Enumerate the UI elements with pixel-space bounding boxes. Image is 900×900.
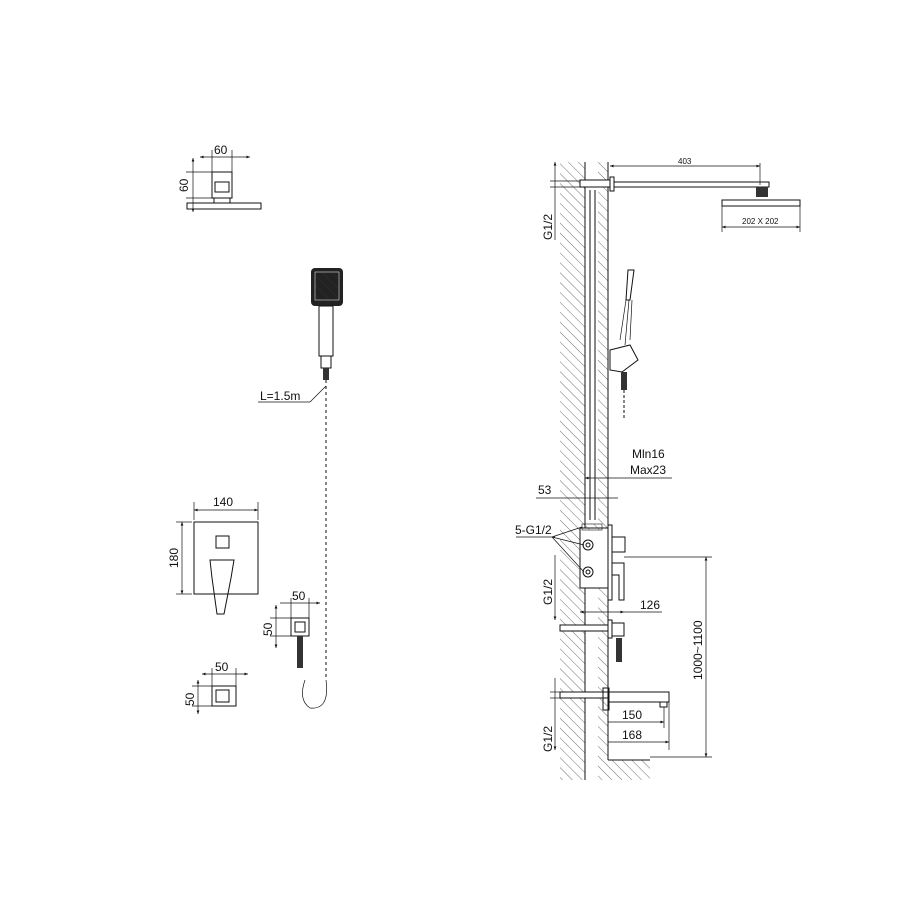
mixer-front-view: 140 180 [167,495,259,615]
height-range-label: 1000~1100 [691,620,705,680]
hose-length-label: L=1.5m [260,389,300,403]
side-view-installation: 403 202 X 202 G1/2 Mln16 Max23 53 5-G1/2… [515,157,801,780]
dim-height: 60 [177,178,191,192]
head-size-label: 202 X 202 [742,217,779,226]
dim-height: 50 [183,692,197,706]
wall-depth-label: 53 [538,483,552,497]
thread-top-label: G1/2 [541,214,555,240]
arm-length-label: 403 [678,157,692,166]
spout-150-label: 150 [622,708,642,722]
shower-head-top-view: 60 60 [177,143,262,212]
depth-max-label: Max23 [630,463,666,477]
small-outlet-front-view: 50 50 [183,660,248,714]
dim-width: 60 [214,143,228,157]
hand-shower: L=1.5m [258,268,343,709]
dim-height: 180 [167,548,181,568]
dim-width: 140 [213,495,233,509]
dim-width: 50 [215,660,229,674]
dim-height: 50 [261,622,275,636]
thread-mid-label: G1/2 [541,579,555,605]
mixer-projection-label: 126 [640,598,660,612]
thread-bottom-label: G1/2 [541,726,555,752]
dim-width: 50 [292,589,306,603]
ports-label: 5-G1/2 [515,523,552,537]
spout-168-label: 168 [622,728,642,742]
depth-min-label: Mln16 [632,447,665,461]
hose-outlet-front-view: 50 50 [261,589,320,668]
